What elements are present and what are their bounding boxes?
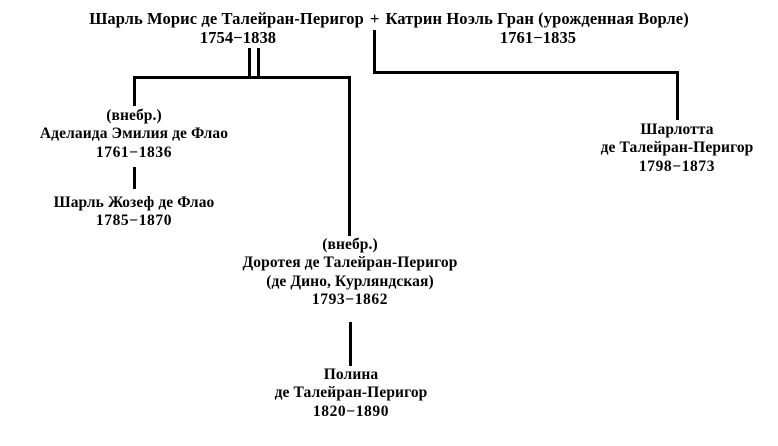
connector-drop-charlotte (676, 71, 679, 120)
adelaide-note: (внебр.) (106, 107, 162, 124)
adelaide-name: Аделаида Эмилия де Флао (39, 125, 229, 143)
connector-father-drop-left (248, 48, 251, 78)
connector-bar-legitimate (373, 71, 679, 74)
charles-joseph-dates: 1785−1870 (95, 212, 173, 230)
connector-drop-adelaide (133, 76, 136, 106)
connector-bar-illegitimate (133, 76, 351, 79)
node-charlotte: Шарлотта де Талейран-Перигор 1798−1873 (546, 121, 778, 176)
node-adelaide: (внебр.) Аделаида Эмилия де Флао 1761−18… (0, 107, 268, 162)
connector-dorothea-to-pauline (349, 322, 352, 366)
pauline-name: Полина (323, 366, 379, 383)
mother-dates: 1761−1835 (499, 28, 577, 48)
dorothea-alias: (де Дино, Курляндская) (266, 272, 434, 290)
node-pauline: Полина де Талейран-Перигор 1820−1890 (186, 366, 516, 421)
connector-father-drop-right (257, 48, 260, 78)
charlotte-surname: де Талейран-Перигор (600, 139, 754, 157)
connector-drop-dorothea (348, 76, 351, 236)
charlotte-name: Шарлотта (640, 121, 714, 138)
dorothea-note: (внебр.) (322, 236, 378, 253)
adelaide-dates: 1761−1836 (95, 143, 173, 161)
couple-dates: 1754−1838 1761−1835 (0, 28, 778, 48)
connector-marriage-drop (373, 30, 376, 74)
couple-row: Шарль Морис де Талейран-Перигор + Катрин Н… (0, 9, 778, 48)
mother-name: Катрин Ноэль Гран (урожденная Ворле) (385, 9, 689, 28)
father-dates: 1754−1838 (199, 28, 277, 48)
dorothea-name: Доротея де Талейран-Перигор (242, 254, 458, 272)
node-charles-joseph: Шарль Жозеф де Флао 1785−1870 (0, 194, 268, 231)
father-name: Шарль Морис де Талейран-Перигор (89, 9, 364, 28)
pauline-surname: де Талейран-Перигор (274, 384, 428, 402)
pauline-dates: 1820−1890 (312, 402, 390, 420)
connector-adelaide-to-charles-joseph (133, 167, 136, 189)
charles-joseph-name: Шарль Жозеф де Флао (53, 194, 215, 211)
marriage-plus-symbol: + (369, 9, 380, 28)
charlotte-dates: 1798−1873 (638, 157, 716, 175)
couple-names: Шарль Морис де Талейран-Перигор + Катрин Н… (0, 9, 778, 28)
node-dorothea: (внебр.) Доротея де Талейран-Перигор (де… (185, 236, 515, 309)
dorothea-dates: 1793−1862 (311, 290, 389, 308)
